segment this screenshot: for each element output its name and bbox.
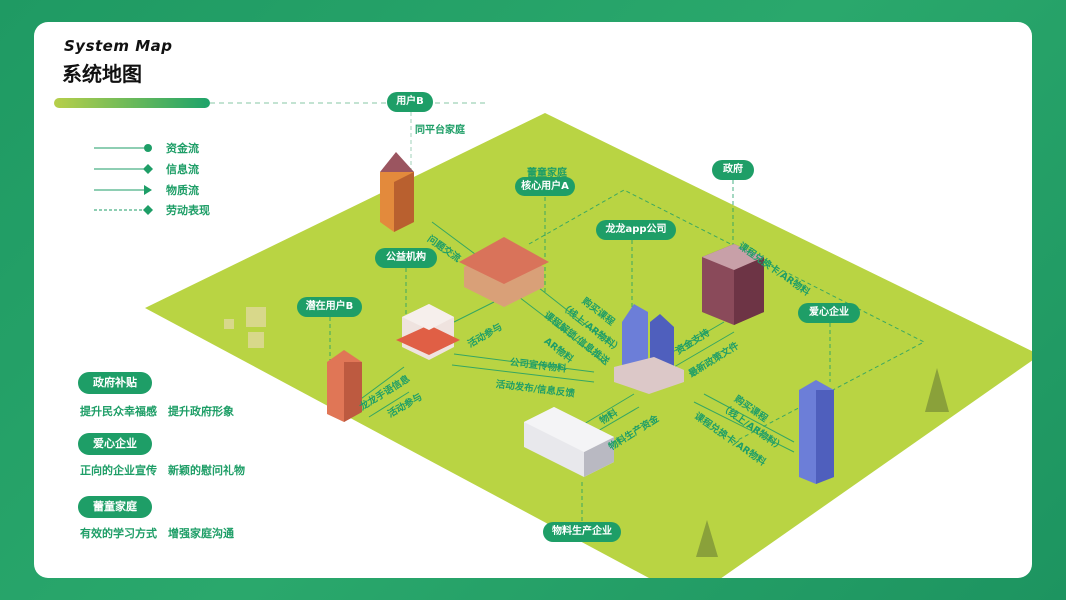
charity-building [396,304,460,360]
node-caring-enterprise: 爱心企业 [798,303,860,323]
node-user-b-sub: 同平台家庭 [415,125,465,136]
legend-item-material: 物质流 [94,182,254,198]
material-producer-factory [524,407,614,477]
side-pill-family: 蕾童家庭 [78,496,152,518]
node-user-b: 用户B [387,92,433,112]
potential-user-b-building [327,350,362,422]
page-title: 系统地图 [62,62,142,86]
dashed-diamond-marker-icon [94,205,153,215]
arrow-marker-icon [94,185,152,195]
node-core-user-a: 核心用户A [515,177,575,196]
title-underline-bar [54,98,210,108]
legend-item-info: 信息流 [94,161,254,177]
system-map-card: System Map 系统地图 资金流 信息流 物质流 劳动表现 用户B 同平台… [34,22,1032,578]
node-material-producer: 物料生产企业 [543,522,621,542]
node-government: 政府 [712,160,754,180]
isometric-map [145,102,1032,578]
node-potential-user-b: 潜在用户B [297,297,362,317]
caring-enterprise-tower [799,380,834,484]
diamond-marker-icon [94,164,153,174]
user-b-building [380,152,414,232]
circle-marker-icon [94,144,152,152]
side-text-government-subsidy: 提升民众幸福感 提升政府形象 [80,405,234,418]
trees [696,368,949,557]
side-pill-government-subsidy: 政府补贴 [78,372,152,394]
node-app-company: 龙龙app公司 [596,220,676,240]
government-building [702,244,764,325]
side-text-caring-enterprise: 正向的企业宣传 新颖的慰问礼物 [80,464,245,477]
legend-item-labor: 劳动表现 [94,202,254,218]
side-pill-caring-enterprise: 爱心企业 [78,433,152,455]
app-company-tower [614,304,684,394]
node-core-user-a-sub: 蕾童家庭 [527,168,567,179]
side-text-family: 有效的学习方式 增强家庭沟通 [80,527,234,540]
title-english: System Map [64,37,173,55]
node-charity: 公益机构 [375,248,437,268]
core-user-a-house [459,237,549,307]
legend-item-fund: 资金流 [94,140,254,156]
boxes [224,307,266,348]
